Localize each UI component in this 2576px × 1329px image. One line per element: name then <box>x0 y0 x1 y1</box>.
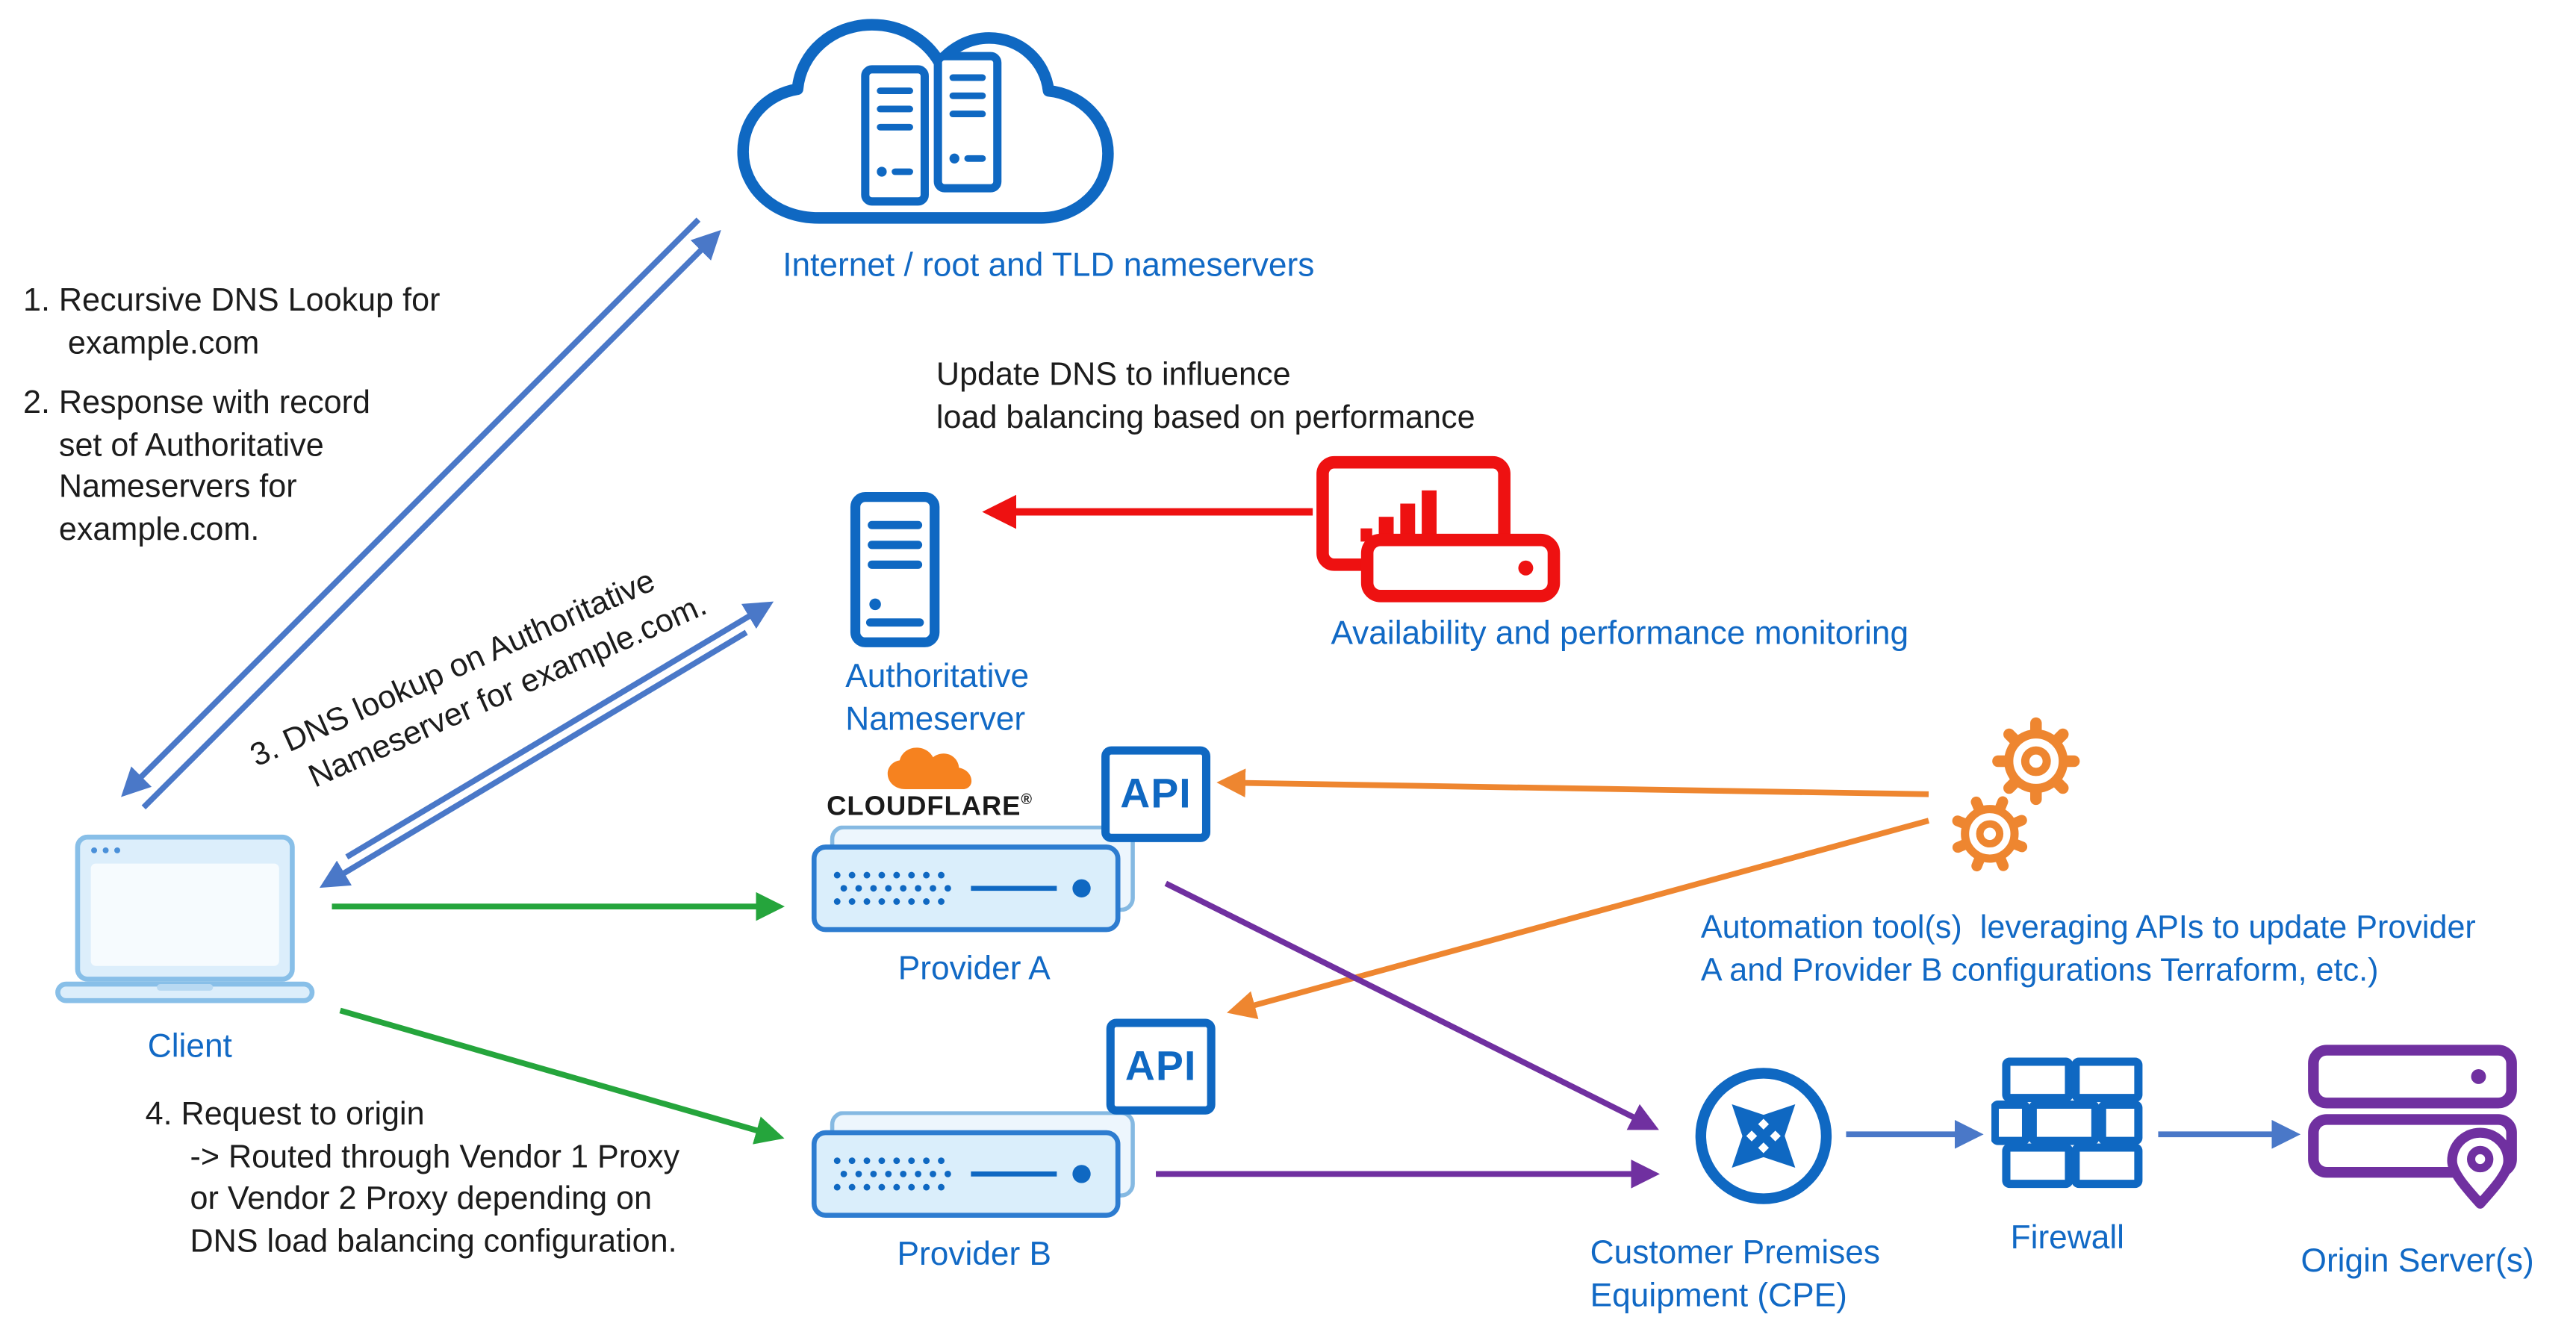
update-dns-annotation: Update DNS to influence load balancing b… <box>936 356 1475 435</box>
origin-label: Origin Server(s) <box>2300 1243 2534 1280</box>
server-tower-icon <box>850 492 940 647</box>
internet-cloud-icon <box>737 19 1114 224</box>
registered-mark: ® <box>1021 791 1033 808</box>
provider-a-api-box: API <box>1101 746 1211 842</box>
firewall-node <box>1990 1056 2150 1200</box>
vent-dots <box>833 871 951 905</box>
monitoring-icon <box>1316 455 1561 603</box>
provider-a-label: Provider A <box>897 950 1051 988</box>
api-label: API <box>1124 1042 1197 1089</box>
client-label: Client <box>147 1028 232 1065</box>
gear-icon <box>1952 796 2028 872</box>
laptop-icon <box>55 834 315 1003</box>
gear-icon <box>1992 717 2080 806</box>
arrow-internet-to-client <box>121 217 701 797</box>
automation-label: Automation tool(s) leveraging APIs to up… <box>1700 909 2476 989</box>
provider-b-label: Provider B <box>897 1236 1052 1274</box>
arrow-provider-a-to-cpe <box>1164 880 1659 1130</box>
step4-annotation: 4. Request to origin -> Routed through V… <box>145 1096 680 1260</box>
authoritative-node <box>849 491 942 657</box>
internet-cloud-node <box>727 10 1127 249</box>
authoritative-label: Authoritative Nameserver <box>845 659 1030 738</box>
step1-annotation: 1. Recursive DNS Lookup for example.com <box>22 282 441 361</box>
monitoring-node <box>1316 455 1564 616</box>
arrow-automation-to-api-a <box>1216 768 1929 798</box>
arrow-authoritative-to-client <box>319 629 748 888</box>
arrow-client-to-authoritative <box>345 601 774 860</box>
gears-icon <box>1952 717 2080 872</box>
provider-a-node <box>809 825 1139 943</box>
arrow-client-to-internet <box>141 230 721 810</box>
rack-icon <box>933 52 1002 193</box>
cpe-router-icon <box>1695 1068 1832 1204</box>
client-node <box>55 830 327 1028</box>
provider-b-node <box>809 1110 1139 1228</box>
internet-label: Internet / root and TLD nameservers <box>783 247 1315 284</box>
origin-servers-icon <box>2308 1045 2517 1209</box>
provider-b-api-box: API <box>1106 1018 1216 1115</box>
origin-node <box>2306 1044 2530 1221</box>
firewall-label: Firewall <box>2010 1220 2124 1257</box>
cloudflare-wordmark: CLOUDFLARE® <box>827 791 1033 822</box>
api-label: API <box>1120 770 1192 817</box>
step2-annotation: 2. Response with record set of Authorita… <box>22 385 370 548</box>
automation-node <box>1935 713 2092 894</box>
cloudflare-cloud-icon <box>887 747 972 790</box>
cpe-node <box>1689 1062 1838 1218</box>
firewall-icon <box>1990 1057 2143 1189</box>
provider-a-server-icon <box>811 825 1135 933</box>
rack-icon <box>861 65 929 206</box>
arrow-client-to-provider-b <box>339 1007 785 1145</box>
location-pin-icon <box>2447 1127 2513 1209</box>
vent-dots <box>833 1157 951 1191</box>
provider-b-server-icon <box>811 1110 1135 1218</box>
cloudflare-logo: CLOUDFLARE® <box>821 747 1039 824</box>
cpe-label: Customer Premises Equipment (CPE) <box>1590 1235 1881 1315</box>
monitoring-label: Availability and performance monitoring <box>1331 615 1909 653</box>
